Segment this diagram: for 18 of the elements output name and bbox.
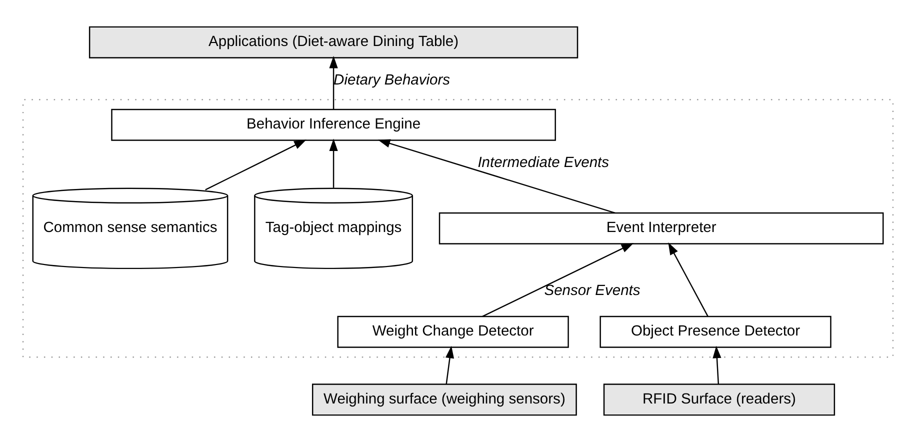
- node-box: Event Interpreter: [438, 212, 884, 244]
- arrow: [378, 138, 616, 213]
- edge-label: Sensor Events: [544, 282, 640, 299]
- node-box: Weighing surface (weighing sensors): [312, 383, 577, 416]
- arrow: [482, 242, 634, 316]
- node-box: Weight Change Detector: [337, 315, 569, 348]
- edge-label: Dietary Behaviors: [334, 72, 450, 88]
- node-box: Behavior Inference Engine: [111, 108, 556, 140]
- node-box: RFID Surface (readers): [603, 383, 836, 416]
- arrow: [668, 242, 708, 316]
- node-box: Applications (Diet-aware Dining Table): [88, 26, 578, 58]
- arrow: [205, 139, 306, 190]
- arrow: [329, 55, 338, 109]
- arrow: [329, 138, 338, 188]
- node-box: Object Presence Detector: [600, 315, 832, 348]
- edge-label: Intermediate Events: [478, 154, 610, 170]
- arrow: [712, 345, 722, 384]
- arrow: [445, 345, 454, 384]
